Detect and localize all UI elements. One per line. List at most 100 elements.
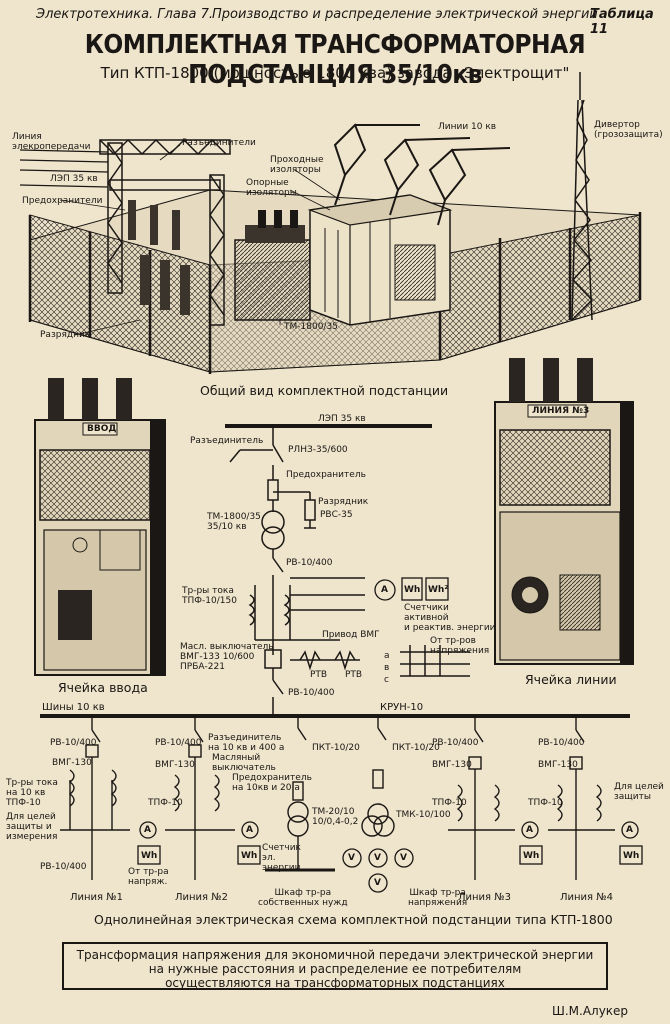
schem-prot-l4: Для целей защиты [614, 782, 664, 802]
summary-box: Трансформация напряжения для экономичной… [62, 942, 608, 990]
label-transformer: ТМ-1800/35 [284, 322, 338, 332]
schem-ct: Тр-ры тока ТПФ-10/150 [182, 586, 237, 606]
chapter-header: Электротехника. Глава 7. [36, 7, 213, 22]
meters [137, 577, 643, 893]
label-disconnectors: Разъединители [182, 138, 256, 148]
voltmeter-2: V [374, 853, 381, 863]
schem-rv-l1b: РВ-10/400 [40, 862, 87, 872]
schem-abc: а в с [384, 651, 390, 685]
schematic-caption: Однолинейная электрическая схема комплек… [94, 912, 613, 927]
substation-overview [19, 72, 642, 374]
schem-vmg-l4: ВМГ-130 [538, 760, 578, 770]
schem-tpf-l2: ТПФ-10 [148, 798, 183, 808]
schem-line3: Линия №3 [458, 892, 512, 903]
meter-wh-l2: Wh [241, 851, 258, 861]
schem-rliz: РЛНЗ-35/600 [288, 445, 348, 455]
label-arrester: Разрядник [40, 330, 91, 340]
schem-krun: КРУН-10 [380, 702, 424, 713]
line-cell-tag: ЛИНИЯ №3 [532, 406, 590, 416]
author-signature: Ш.М.Алукер [552, 1004, 629, 1018]
schem-rv-l3: РВ-10/400 [432, 738, 479, 748]
schem-pkt2: ПКТ-10/20 [392, 743, 440, 753]
schem-bus: Шины 10 кв [42, 702, 105, 713]
feeders [60, 716, 615, 880]
overview-caption: Общий вид комплектной подстанции [200, 383, 449, 398]
schem-fuse-aux: Предохранитель на 10кв и 20 а [232, 773, 312, 793]
meter-ammeter-l4: A [626, 825, 633, 835]
input-cell-cabinet [34, 378, 166, 676]
transformer-tm1800 [234, 210, 311, 321]
label-support-insulators: Опорные изоляторы [246, 178, 297, 198]
schem-rtv2: РТВ [345, 670, 363, 680]
schem-disconnector: Разъединитель [190, 436, 264, 446]
schem-tm20: ТМ-20/10 10/0,4-0,2 [312, 807, 359, 827]
meter-wh-l3: Wh [523, 851, 540, 861]
line-cell-caption: Ячейка линии [525, 672, 617, 687]
label-fuses: Предохранители [22, 196, 103, 206]
schem-fuse: Предохранитель [286, 470, 366, 480]
label-bushings: Проходные изоляторы [270, 155, 324, 175]
schem-tpf-l4: ТПФ-10 [528, 798, 563, 808]
schem-vt: От тр-ров напряжения [430, 636, 490, 656]
schem-line2: Линия №2 [175, 892, 229, 903]
schem-tm: ТМ-1800/35 35/10 кв [207, 512, 261, 532]
schematic-lines [40, 424, 630, 718]
meter-wh2-main: Wh² [428, 585, 449, 595]
schem-arrester: Разрядник [318, 497, 369, 507]
meter-ammeter-l3: A [526, 825, 533, 835]
schem-razed-l2: Разъединитель на 10 кв и 400 а [208, 733, 285, 753]
schem-pkt1: ПКТ-10/20 [312, 743, 360, 753]
schem-tpf-l3: ТПФ-10 [432, 798, 467, 808]
schem-line4: Линия №4 [560, 892, 614, 903]
schem-rv-l4: РВ-10/400 [538, 738, 585, 748]
input-cell-tag: ВВОД [87, 424, 117, 434]
meter-wh-main: Wh [404, 585, 421, 595]
table-number: Таблица 11 [590, 7, 654, 37]
schem-ct-l1: Тр-ры тока на 10 кв ТПФ-10 [6, 778, 58, 808]
label-lep35: ЛЭП 35 кв [50, 174, 98, 184]
schem-breaker: Масл. выключатель ВМГ-133 10/600 ПРБА-22… [180, 642, 274, 672]
input-cell-caption: Ячейка ввода [58, 680, 148, 695]
schem-vmg-l3: ВМГ-130 [432, 760, 472, 770]
label-lines10: Линии 10 кв [438, 122, 497, 132]
meter-ammeter-l2: A [246, 825, 253, 835]
schem-rv-l1: РВ-10/400 [50, 738, 97, 748]
schem-aux-cab1: Шкаф тр-ра собственных нужд [258, 888, 348, 908]
krun-house [307, 194, 453, 326]
schem-from-vt: От тр-ра напряж. [128, 867, 169, 887]
schem-vmg-l1: ВМГ-130 [52, 758, 92, 768]
schem-rv-top: РВ-10/400 [286, 558, 333, 568]
meter-wh-l1: Wh [141, 851, 158, 861]
page-subtitle: Тип КТП-1800 (мощностью 1800 ква) завода… [100, 64, 570, 82]
divertor-tower [571, 72, 594, 321]
schem-vmg-l2: ВМГ-130 [155, 760, 195, 770]
line-cell-cabinet [494, 358, 634, 665]
schem-meter-aux: Счетчик эл. энергии [262, 843, 301, 873]
label-divertor: Дивертор (грозозащита) [594, 120, 663, 140]
voltmeter-4: V [374, 878, 381, 888]
voltmeter-1: V [348, 853, 355, 863]
schem-oil-l2: Масляный выключатель [212, 753, 276, 773]
schem-prot-l1: Для целей защиты и измерения [6, 812, 58, 842]
schem-aux-cab2: Шкаф тр-ра напряжения [408, 888, 468, 908]
section-header: Производство и распределение электрическ… [212, 7, 598, 22]
schem-lep: ЛЭП 35 кв [318, 414, 366, 424]
voltmeter-3: V [400, 853, 407, 863]
portal-structure [99, 138, 231, 326]
fuses [128, 200, 190, 315]
meter-ammeter-l1: A [144, 825, 151, 835]
line-portals [333, 123, 511, 226]
meter-wh-l4: Wh [623, 851, 640, 861]
schem-rv-l2: РВ-10/400 [155, 738, 202, 748]
label-power-line: Линия элекропередачи [12, 132, 91, 152]
schem-rv-mid: РВ-10/400 [288, 688, 335, 698]
meter-ammeter-main: A [381, 585, 388, 595]
page-title: КОМПЛЕКТНАЯ ТРАНСФОРМАТОРНАЯ ПОДСТАНЦИЯ … [84, 30, 586, 90]
schem-meters: Счетчики активной и реактив. энергии [404, 603, 496, 633]
schem-privod: Привод ВМГ [322, 630, 380, 640]
schem-line1: Линия №1 [70, 892, 124, 903]
schem-rvs: РВС-35 [320, 510, 353, 520]
schem-rtv1: РТВ [310, 670, 328, 680]
schem-tmk: ТМК-10/100 [396, 810, 451, 820]
